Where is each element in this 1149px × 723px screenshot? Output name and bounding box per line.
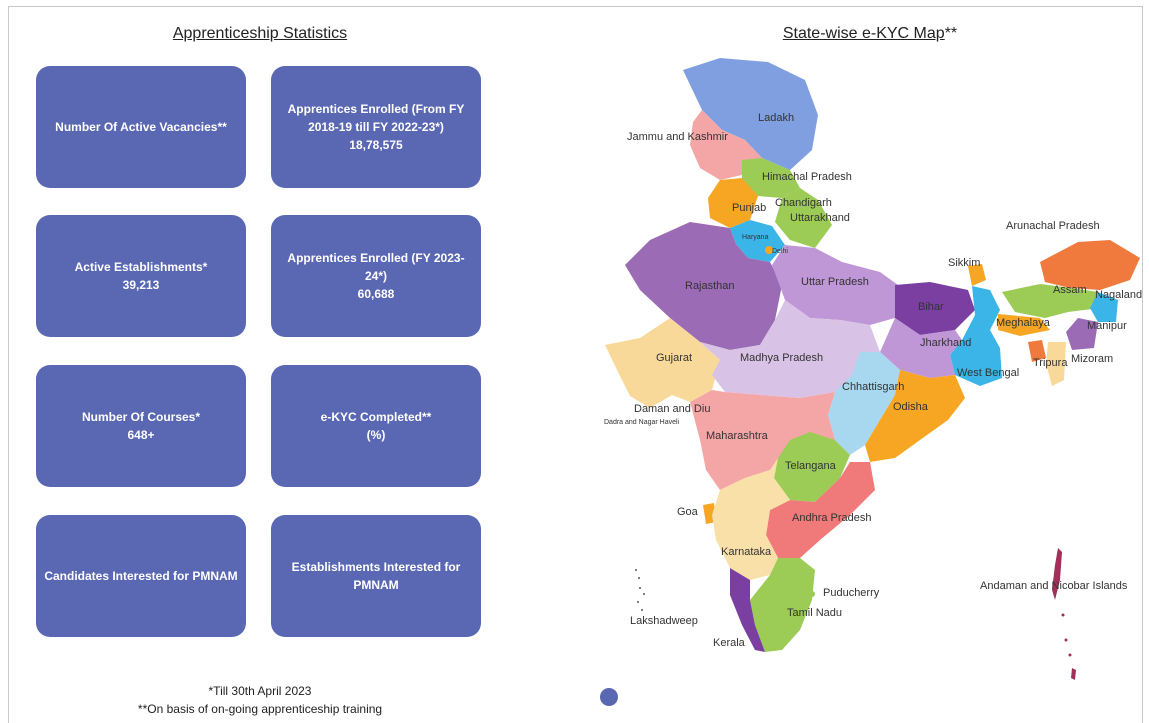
label-jharkhand: Jharkhand — [920, 337, 971, 349]
label-assam: Assam — [1053, 284, 1087, 296]
label-delhi: Delhi — [772, 248, 788, 255]
stat-card-apprentices-enrolled-total[interactable]: Apprentices Enrolled (From FY 2018-19 ti… — [271, 66, 481, 188]
state-maharashtra[interactable] — [690, 390, 835, 490]
state-andaman-and-nicobar-islands[interactable] — [1052, 548, 1076, 680]
stat-card-active-establishments[interactable]: Active Establishments* 39,213 — [36, 215, 246, 337]
label-manipur: Manipur — [1087, 320, 1127, 332]
stat-card-value: 60,688 — [357, 287, 395, 301]
dashboard-frame — [8, 6, 1143, 723]
state-meghalaya[interactable] — [998, 314, 1050, 336]
map-title-text: State-wise e-KYC Map — [782, 25, 945, 42]
state-lakshadweep[interactable] — [635, 569, 645, 611]
state-telangana[interactable] — [774, 432, 850, 502]
label-kerala: Kerala — [713, 637, 746, 649]
label-jammu-and-kashmir: Jammu and Kashmir — [627, 131, 728, 143]
state-jharkhand[interactable] — [880, 318, 962, 378]
state-punjab[interactable] — [708, 178, 758, 228]
stat-card-establishments-pmnam[interactable]: Establishments Interested for PMNAM — [271, 515, 481, 637]
label-daman-and-diu: Daman and Diu — [634, 403, 710, 415]
stat-card-label: Apprentices Enrolled (From FY 2018-19 ti… — [287, 102, 465, 134]
state-odisha[interactable] — [865, 370, 965, 462]
label-ladakh: Ladakh — [758, 112, 794, 124]
state-madhya-pradesh[interactable] — [700, 300, 880, 398]
apprenticeship-statistics-title: Apprenticeship Statistics — [172, 25, 348, 42]
state-puducherry[interactable] — [809, 591, 815, 597]
state-bihar[interactable] — [895, 282, 975, 335]
label-nagaland: Nagaland — [1095, 289, 1142, 301]
label-andaman-and-nicobar-islands: Andaman and Nicobar Islands — [980, 580, 1128, 592]
state-rajasthan[interactable] — [625, 222, 782, 350]
state-assam[interactable] — [1002, 284, 1100, 318]
state-arunachal-pradesh[interactable] — [1040, 240, 1140, 290]
map-title-suffix: ** — [944, 25, 958, 42]
label-uttar-pradesh: Uttar Pradesh — [801, 276, 869, 288]
label-tripura: Tripura — [1033, 357, 1068, 369]
stat-card-label: Active Establishments* — [74, 260, 208, 274]
state-delhi[interactable] — [765, 246, 773, 254]
legend-dot-icon — [600, 688, 618, 706]
state-uttar-pradesh[interactable] — [772, 245, 905, 325]
label-telangana: Telangana — [785, 460, 837, 472]
label-sikkim: Sikkim — [948, 257, 980, 269]
label-lakshadweep: Lakshadweep — [630, 615, 698, 627]
state-uttarakhand[interactable] — [775, 188, 832, 248]
footnote-basis: **On basis of on-going apprenticeship tr… — [137, 702, 383, 716]
label-rajasthan: Rajasthan — [685, 280, 735, 292]
label-uttarakhand: Uttarakhand — [790, 212, 850, 224]
label-dadra-and-nagar-haveli: Dadra and Nagar Haveli — [604, 419, 680, 426]
state-tamil-nadu[interactable] — [750, 558, 815, 652]
stat-card-value: (%) — [366, 428, 386, 442]
state-manipur[interactable] — [1066, 318, 1098, 350]
state-andhra-pradesh[interactable] — [766, 462, 875, 558]
label-arunachal-pradesh: Arunachal Pradesh — [1006, 220, 1100, 232]
stat-card-label: e-KYC Completed** — [320, 410, 432, 424]
stat-card-candidates-pmnam[interactable]: Candidates Interested for PMNAM — [36, 515, 246, 637]
state-west-bengal[interactable] — [950, 286, 1002, 386]
stat-card-label: Number Of Active Vacancies** — [55, 120, 227, 134]
state-mizoram[interactable] — [1046, 342, 1066, 386]
stat-card-value: 18,78,575 — [349, 138, 403, 152]
state-sikkim[interactable] — [968, 264, 986, 286]
map-title: State-wise e-KYC Map** — [700, 25, 1040, 43]
label-chandigarh: Chandigarh — [775, 197, 832, 209]
state-kerala[interactable] — [730, 568, 765, 652]
label-haryana: Haryana — [742, 234, 769, 241]
stat-card-value: 648+ — [127, 428, 155, 442]
label-odisha: Odisha — [893, 401, 929, 413]
label-madhya-pradesh: Madhya Pradesh — [740, 352, 823, 364]
stat-card-label: Apprentices Enrolled (FY 2023-24*) — [287, 251, 465, 283]
label-meghalaya: Meghalaya — [996, 317, 1051, 329]
stat-card-active-vacancies[interactable]: Number Of Active Vacancies** — [36, 66, 246, 188]
stat-card-label: Establishments Interested for PMNAM — [291, 560, 461, 592]
label-himachal-pradesh: Himachal Pradesh — [762, 171, 852, 183]
state-himachal-pradesh[interactable] — [742, 158, 800, 198]
state-gujarat[interactable] — [605, 318, 720, 408]
label-puducherry: Puducherry — [823, 587, 880, 599]
label-maharashtra: Maharashtra — [706, 430, 769, 442]
label-bihar: Bihar — [918, 301, 944, 313]
state-chhattisgarh[interactable] — [828, 352, 900, 455]
label-andhra-pradesh: Andhra Pradesh — [792, 512, 872, 524]
state-nagaland[interactable] — [1090, 292, 1118, 322]
stat-card-label: Number Of Courses* — [81, 410, 201, 424]
label-tamil-nadu: Tamil Nadu — [787, 607, 842, 619]
footnote-till-date: *Till 30th April 2023 — [208, 684, 312, 698]
label-chhattisgarh: Chhattisgarh — [842, 381, 904, 393]
label-mizoram: Mizoram — [1071, 353, 1113, 365]
state-tripura[interactable] — [1028, 340, 1046, 362]
stat-card-label: Candidates Interested for PMNAM — [44, 569, 238, 583]
stat-card-apprentices-enrolled-fy2324[interactable]: Apprentices Enrolled (FY 2023-24*) 60,68… — [271, 215, 481, 337]
state-karnataka[interactable] — [712, 458, 790, 580]
stat-card-value: 39,213 — [122, 278, 160, 292]
footnotes: *Till 30th April 2023 **On basis of on-g… — [60, 682, 460, 718]
label-karnataka: Karnataka — [721, 546, 772, 558]
label-punjab: Punjab — [732, 202, 766, 214]
stat-card-ekyc-completed[interactable]: e-KYC Completed** (%) — [271, 365, 481, 487]
label-west-bengal: West Bengal — [957, 367, 1019, 379]
stat-card-number-of-courses[interactable]: Number Of Courses* 648+ — [36, 365, 246, 487]
state-ladakh[interactable] — [683, 58, 818, 170]
label-gujarat: Gujarat — [656, 352, 692, 364]
label-goa: Goa — [677, 506, 699, 518]
